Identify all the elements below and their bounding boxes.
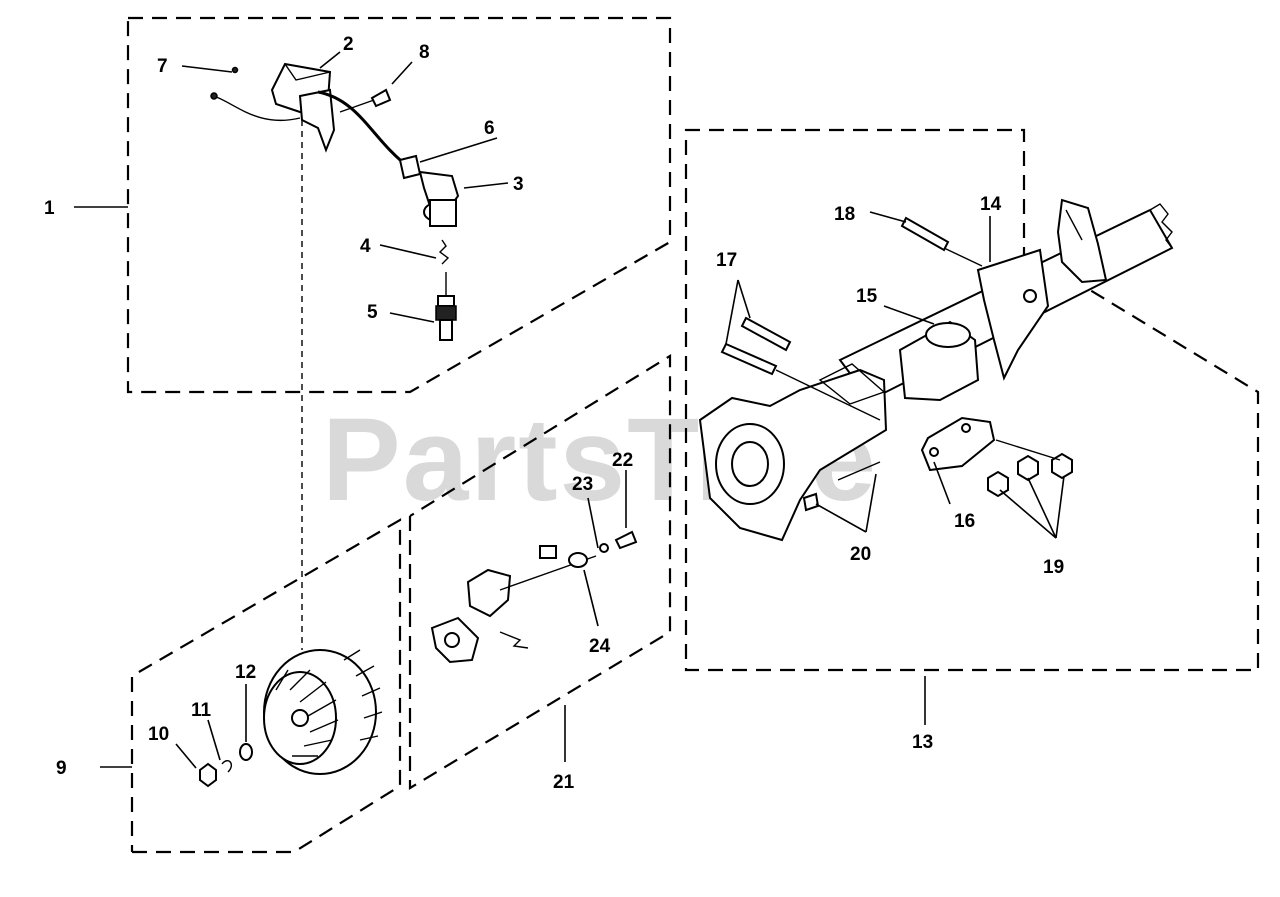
callout-7: 7 xyxy=(157,56,168,77)
callout-16: 16 xyxy=(954,511,975,532)
callout-19: 19 xyxy=(1043,557,1064,578)
drive-shaft-drawing xyxy=(698,198,1174,542)
callout-22: 22 xyxy=(612,450,633,471)
callout-21: 21 xyxy=(553,772,575,793)
callout-9: 9 xyxy=(56,758,67,779)
callout-5: 5 xyxy=(367,302,378,323)
throttle-linkage-drawing xyxy=(430,530,638,664)
flywheel-group-box xyxy=(100,518,402,854)
callout-1: 1 xyxy=(44,198,55,219)
ignition-module-drawing xyxy=(210,62,460,341)
callout-15: 15 xyxy=(856,286,878,307)
callout-labels: 1 2 3 4 5 6 7 8 9 10 11 12 13 14 15 16 1… xyxy=(44,34,1064,793)
callout-14: 14 xyxy=(980,194,1002,215)
callout-11: 11 xyxy=(191,700,212,721)
callout-23: 23 xyxy=(572,474,593,495)
callout-4: 4 xyxy=(360,236,371,257)
callout-2: 2 xyxy=(343,34,354,55)
shaft-group-box xyxy=(684,128,1260,725)
throttle-group-box xyxy=(408,354,672,790)
callout-13: 13 xyxy=(912,732,933,753)
callout-3: 3 xyxy=(513,174,524,195)
callout-12: 12 xyxy=(235,662,256,683)
callout-17: 17 xyxy=(716,250,737,271)
callout-10: 10 xyxy=(148,724,169,745)
ignition-group-box xyxy=(74,16,672,394)
callout-20: 20 xyxy=(850,544,871,565)
callout-6: 6 xyxy=(484,118,495,139)
callout-18: 18 xyxy=(834,204,855,225)
callout-24: 24 xyxy=(589,636,611,657)
leader-lines xyxy=(175,51,1065,769)
callout-8: 8 xyxy=(419,42,430,63)
flywheel-drawing xyxy=(199,120,383,788)
